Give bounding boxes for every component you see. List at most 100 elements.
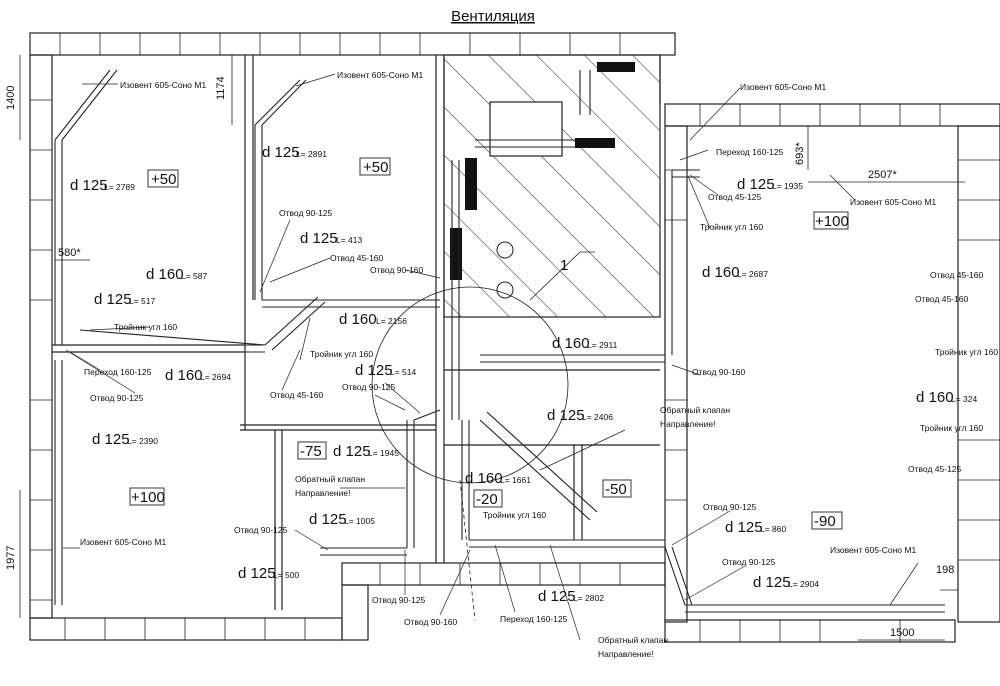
duct-diameter-label: d 125 (262, 144, 300, 161)
fitting-label: Обратный клапан (295, 474, 365, 484)
duct-diameter-label: d 160 (146, 266, 184, 283)
duct-length-label: L= 2687 (737, 269, 768, 279)
fitting-label: Обратный клапан (660, 405, 730, 415)
fitting-labels: Изовент 605-Соно М1 Изовент 605-Соно М1 … (80, 70, 998, 659)
pressure-tag: +100 (131, 489, 165, 506)
fitting-label: Отвод 90-160 (692, 367, 746, 377)
fitting-label: Отвод 90-125 (342, 382, 396, 392)
fitting-label: Изовент 605-Соно М1 (850, 197, 936, 207)
duct-diameter-label: d 125 (737, 176, 775, 193)
duct-diameter-label: d 125 (92, 431, 130, 448)
dim-1500: 1500 (890, 627, 914, 639)
fitting-label: Переход 160-125 (500, 614, 568, 624)
duct-diameter-label: d 160 (339, 311, 377, 328)
duct-length-label: L= 587 (181, 271, 208, 281)
fitting-label: Направление! (598, 649, 653, 659)
dimension-lines (19, 55, 965, 641)
fitting-label: Тройник угл 160 (483, 510, 546, 520)
fitting-label: Отвод 90-125 (279, 208, 333, 218)
fitting-label: Отвод 45-160 (915, 294, 969, 304)
duct-length-label: L= 1661 (500, 475, 531, 485)
pressure-tag: +50 (363, 159, 388, 176)
fitting-label: Тройник угл 160 (114, 322, 177, 332)
duct-diameter-label: d 125 (70, 177, 108, 194)
fitting-label: Направление! (660, 419, 715, 429)
fitting-label: Направление! (295, 488, 350, 498)
fitting-label: Отвод 45-125 (908, 464, 962, 474)
duct-diameter-label: d 160 (702, 264, 740, 281)
leader-lines (63, 73, 919, 641)
hatched-shaft (443, 54, 661, 318)
dim-1977: 1977 (5, 546, 17, 570)
fitting-label: Отвод 45-160 (930, 270, 984, 280)
duct-diameter-label: d 160 (165, 367, 203, 384)
duct-length-label: L= 2406 (582, 412, 613, 422)
drawing-title: Вентиляция (451, 8, 535, 25)
fitting-label: Тройник угл 160 (935, 347, 998, 357)
fitting-label: Отвод 45-160 (270, 390, 324, 400)
duct-diameter-label: d 125 (94, 291, 132, 308)
duct-length-label: L= 2390 (127, 436, 158, 446)
duct-length-label: L= 860 (760, 524, 787, 534)
fitting-label: Изовент 605-Соно М1 (830, 545, 916, 555)
duct-length-label: L= 514 (390, 367, 417, 377)
duct-diameter-label: d 125 (355, 362, 393, 379)
duct-length-label: L= 1935 (772, 181, 803, 191)
fitting-label: Отвод 45-125 (708, 192, 762, 202)
duct-length-label: L= 324 (951, 394, 978, 404)
duct-length-label: L= 1005 (344, 516, 375, 526)
fitting-label: Отвод 45-160 (330, 253, 384, 263)
duct-length-label: L= 500 (273, 570, 300, 580)
fitting-label: Отвод 90-125 (90, 393, 144, 403)
fitting-label: Отвод 90-125 (372, 595, 426, 605)
duct-labels: d 125 L= 2789 d 125 L= 2891 d 125 L= 413… (70, 144, 978, 605)
duct-diameter-label: d 125 (238, 565, 276, 582)
circle-detail (371, 251, 595, 621)
pressure-tag: +100 (815, 213, 849, 230)
fitting-label: Переход 160-125 (716, 147, 784, 157)
fitting-label: Отвод 90-125 (722, 557, 776, 567)
fitting-label: Изовент 605-Соно М1 (337, 70, 423, 80)
dim-2507: 2507* (868, 169, 897, 181)
dim-693: 693* (794, 142, 806, 165)
duct-diameter-label: d 125 (309, 511, 347, 528)
fitting-label: Изовент 605-Соно М1 (740, 82, 826, 92)
fitting-label: Переход 160-125 (84, 367, 152, 377)
duct-length-label: L= 1945 (368, 448, 399, 458)
dim-1174: 1174 (215, 76, 227, 100)
fitting-label: Тройник угл 160 (700, 222, 763, 232)
dim-198: 198 (936, 564, 954, 576)
duct-diameter-label: d 160 (552, 335, 590, 352)
duct-length-label: L= 2789 (104, 182, 135, 192)
pressure-tags (129, 157, 849, 530)
duct-length-label: L= 2911 (587, 340, 618, 350)
fitting-label: Обратный клапан (598, 635, 668, 645)
duct-diameter-label: d 125 (333, 443, 371, 460)
fitting-label: Отвод 90-160 (404, 617, 458, 627)
duct-diameter-label: d 125 (725, 519, 763, 536)
duct-length-label: L= 2891 (296, 149, 327, 159)
pressure-tag: -50 (605, 481, 627, 498)
fitting-label: Тройник угл 160 (920, 423, 983, 433)
dim-580: 580* (58, 247, 81, 259)
fitting-label: Изовент 605-Соно М1 (80, 537, 166, 547)
pressure-tag: -75 (300, 443, 322, 460)
duct-diameter-label: d 160 (465, 470, 503, 487)
duct-diameter-label: d 125 (538, 588, 576, 605)
duct-length-label: L= 517 (129, 296, 156, 306)
duct-length-label: L= 2156 (376, 316, 407, 326)
duct-diameter-label: d 125 (547, 407, 585, 424)
fitting-label: Отвод 90-125 (234, 525, 288, 535)
fitting-label: Изовент 605-Соно М1 (120, 80, 206, 90)
duct-length-label: L= 413 (336, 235, 363, 245)
duct-network (54, 69, 945, 613)
pressure-tag: -90 (814, 513, 836, 530)
duct-diameter-label: d 125 (300, 230, 338, 247)
duct-length-label: L= 2802 (573, 593, 604, 603)
fitting-label: Отвод 90-125 (703, 502, 757, 512)
pressure-tag: +50 (151, 171, 176, 188)
pressure-tag: -20 (476, 491, 498, 508)
duct-diameter-label: d 160 (916, 389, 954, 406)
section-mark: 1 (560, 257, 568, 274)
